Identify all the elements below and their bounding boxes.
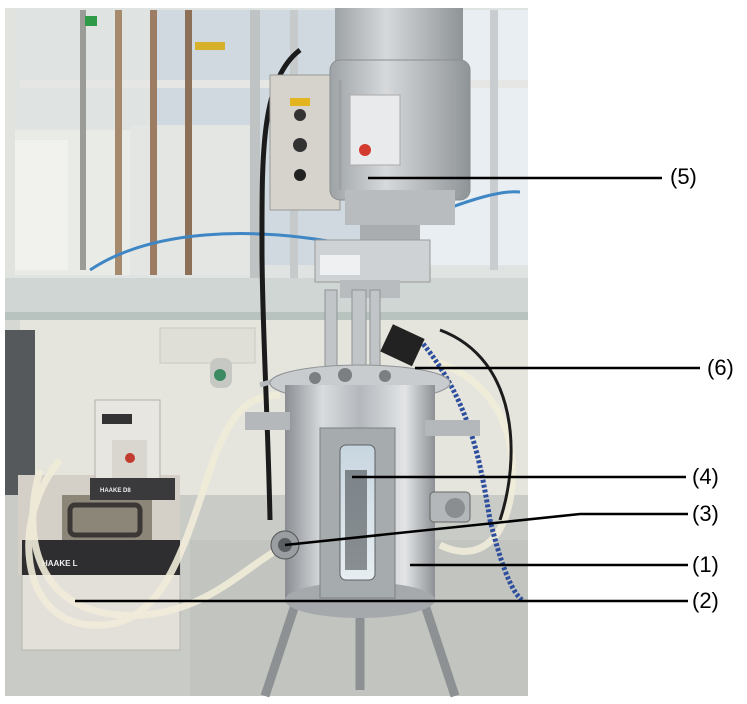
callout-label-5: (5) <box>670 164 697 189</box>
bath-brand-text: HAAKE L <box>42 559 78 568</box>
callout-label-6: (6) <box>707 355 734 380</box>
sight-window <box>319 427 396 599</box>
callout-leaders <box>75 176 700 603</box>
stirrer-motor <box>269 8 471 298</box>
thermostat-controller: HAAKE D8 <box>90 399 175 500</box>
silicone-tubes <box>25 356 516 629</box>
sensor-cable <box>418 338 524 602</box>
drive-shafts <box>324 289 381 381</box>
controller-brand-text: HAAKE D8 <box>100 488 131 494</box>
callout-label-2: (2) <box>692 588 719 613</box>
callout-label-1: (1) <box>692 552 719 577</box>
thermostat-bath: HAAKE L <box>18 475 181 651</box>
callout-label-4: (4) <box>692 464 719 489</box>
callout-label-3: (3) <box>692 501 719 526</box>
side-ports <box>270 491 471 560</box>
